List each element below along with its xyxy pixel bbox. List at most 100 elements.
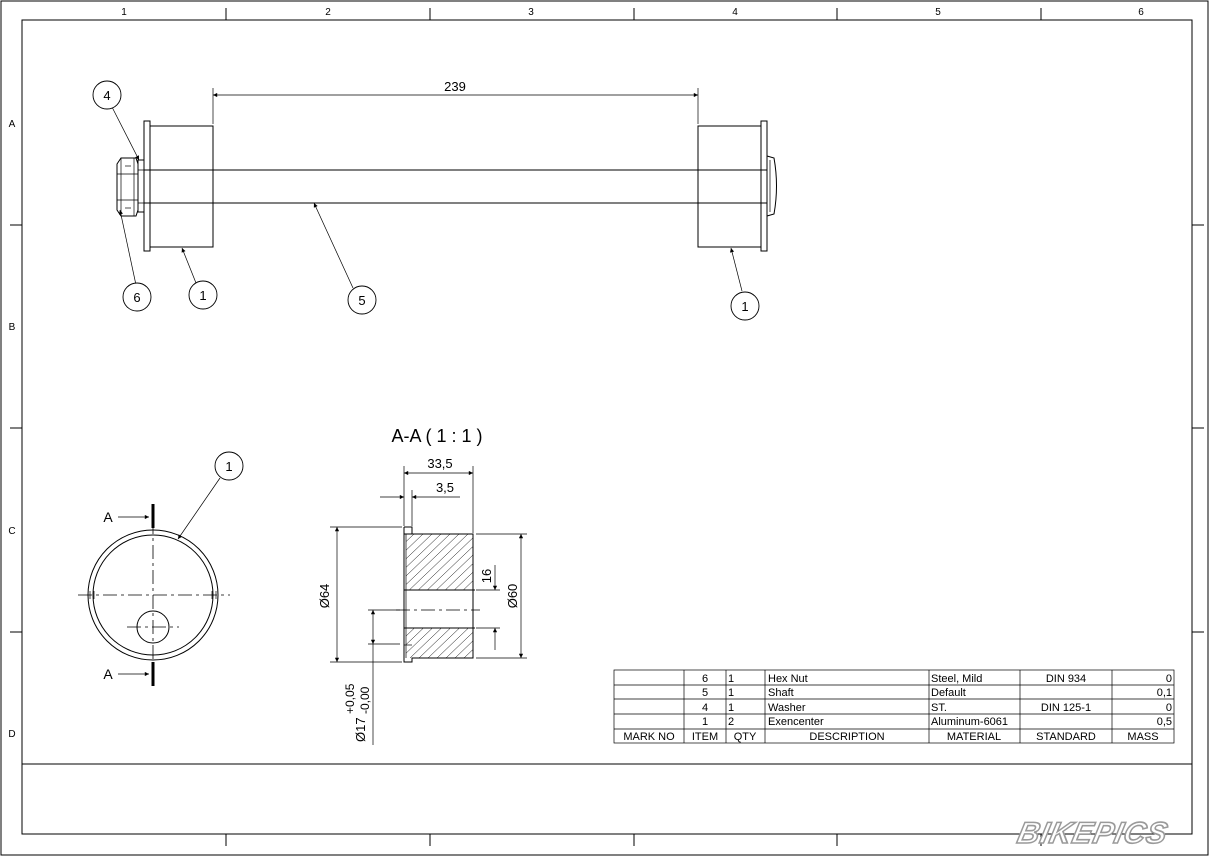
bom-item: 5 [702, 687, 708, 699]
balloon-label: 1 [225, 459, 232, 474]
end-view: A A 1 [78, 451, 244, 686]
bom-description: Shaft [768, 687, 794, 699]
hatch-line [275, 534, 405, 658]
row-label: B [9, 322, 16, 333]
column-labels: 1 2 3 4 5 6 [121, 7, 1144, 18]
bom-description: Hex Nut [768, 673, 808, 685]
bom-item: 4 [702, 702, 708, 714]
bom-row: 4 1 Washer ST. DIN 125-1 0 [702, 702, 1172, 714]
hatch-line [409, 597, 473, 658]
dimension-body-diameter: Ø60 [505, 584, 520, 609]
shaft [144, 169, 767, 204]
balloon-item-1: 1 [730, 291, 760, 321]
bom-mass: 0,1 [1157, 687, 1172, 699]
assembly-view: 239 4 6 1 5 1 [92, 79, 777, 321]
washer [137, 159, 145, 213]
dimension-hole-diameter: Ø17 [353, 717, 368, 742]
right-excenter [697, 120, 777, 252]
dimension-flange: 3,5 [436, 480, 454, 495]
leader-line [313, 202, 354, 289]
dimension-width: 33,5 [427, 456, 452, 471]
hatch-line [406, 534, 469, 594]
bom-standard: DIN 934 [1046, 673, 1086, 685]
leader-line [181, 247, 197, 284]
bom-description: Exencenter [768, 716, 824, 728]
hatch-line [406, 534, 433, 560]
bom-mass: 0 [1166, 673, 1172, 685]
bom-material: Steel, Mild [931, 673, 982, 685]
bom-item: 1 [702, 716, 708, 728]
length-dimension-value: 239 [444, 79, 466, 94]
hatch-line [482, 534, 612, 658]
bom-material: ST. [931, 702, 947, 714]
row-labels: A B C D [8, 119, 15, 740]
leader-line [730, 247, 743, 292]
hatch-line [406, 534, 442, 568]
bom-row: 1 2 Exencenter Aluminum-6061 0,5 [702, 716, 1172, 728]
bom-header-cell: QTY [734, 731, 757, 743]
hex-nut [116, 157, 160, 217]
balloon-item-1: 1 [188, 280, 218, 310]
row-label: C [8, 526, 15, 537]
hatch-line [427, 614, 473, 658]
balloon-label: 1 [741, 299, 748, 314]
bom-standard: DIN 125-1 [1041, 702, 1091, 714]
bom-description: Washer [768, 702, 806, 714]
balloon-label: 1 [199, 288, 206, 303]
balloon-item-1: 1 [214, 451, 244, 481]
hatch-line [406, 534, 415, 542]
watermark-text: BIKEPICS [1015, 817, 1172, 850]
bom-header-cell: MATERIAL [947, 731, 1001, 743]
bom-table: 6 1 Hex Nut Steel, Mild DIN 934 0 5 1 Sh… [613, 669, 1175, 744]
bom-row: 6 1 Hex Nut Steel, Mild DIN 934 0 [702, 673, 1172, 685]
bom-header-cell: MASS [1127, 731, 1158, 743]
hatch-line [472, 657, 473, 658]
bom-header: MARK NO ITEM QTY DESCRIPTION MATERIAL ST… [623, 731, 1158, 743]
dimension-outer-diameter: Ø64 [317, 584, 332, 609]
section-marker-label: A [103, 666, 113, 682]
balloon-item-5: 5 [347, 285, 377, 315]
bom-qty: 1 [728, 687, 734, 699]
column-label: 3 [528, 7, 534, 18]
column-label: 4 [732, 7, 738, 18]
row-label: A [9, 119, 16, 130]
section-view-title: A-A ( 1 : 1 ) [391, 426, 482, 446]
column-label: 5 [935, 7, 941, 18]
hatch-line [406, 534, 460, 585]
bom-header-cell: STANDARD [1036, 731, 1096, 743]
left-excenter [143, 120, 214, 252]
bom-header-cell: ITEM [692, 731, 718, 743]
dimension-bore: 16 [479, 569, 494, 583]
bom-mass: 0,5 [1157, 716, 1172, 728]
bom-qty: 1 [728, 702, 734, 714]
length-dimension: 239 [212, 79, 699, 124]
bom-material: Aluminum-6061 [931, 716, 1008, 728]
tolerance-lower: -0,00 [358, 686, 372, 714]
tolerance-upper: +0,05 [343, 683, 357, 714]
section-marker-label: A [103, 509, 113, 525]
column-label: 1 [121, 7, 127, 18]
leader-line [111, 106, 140, 161]
hatch-line [406, 534, 451, 577]
balloon-item-4: 4 [92, 80, 122, 110]
hatch-line [418, 606, 473, 658]
hatch-line [463, 649, 473, 658]
bom-header-cell: DESCRIPTION [809, 731, 884, 743]
bom-mass: 0 [1166, 702, 1172, 714]
bikepics-watermark-logo: BIKEPICS [1014, 816, 1172, 850]
balloon-label: 5 [358, 293, 365, 308]
bom-header-cell: MARK NO [623, 731, 675, 743]
row-label: D [8, 729, 15, 740]
bom-material: Default [931, 687, 966, 699]
balloon-label: 4 [103, 88, 110, 103]
bom-row: 5 1 Shaft Default 0,1 [702, 687, 1172, 699]
column-label: 2 [325, 7, 331, 18]
hatch-line [445, 631, 473, 658]
hatch-line [436, 623, 473, 658]
section-view: A-A ( 1 : 1 ) 33,5 3,5 Ø64 [275, 426, 612, 745]
column-label: 6 [1138, 7, 1144, 18]
bom-item: 6 [702, 673, 708, 685]
bom-qty: 2 [728, 716, 734, 728]
